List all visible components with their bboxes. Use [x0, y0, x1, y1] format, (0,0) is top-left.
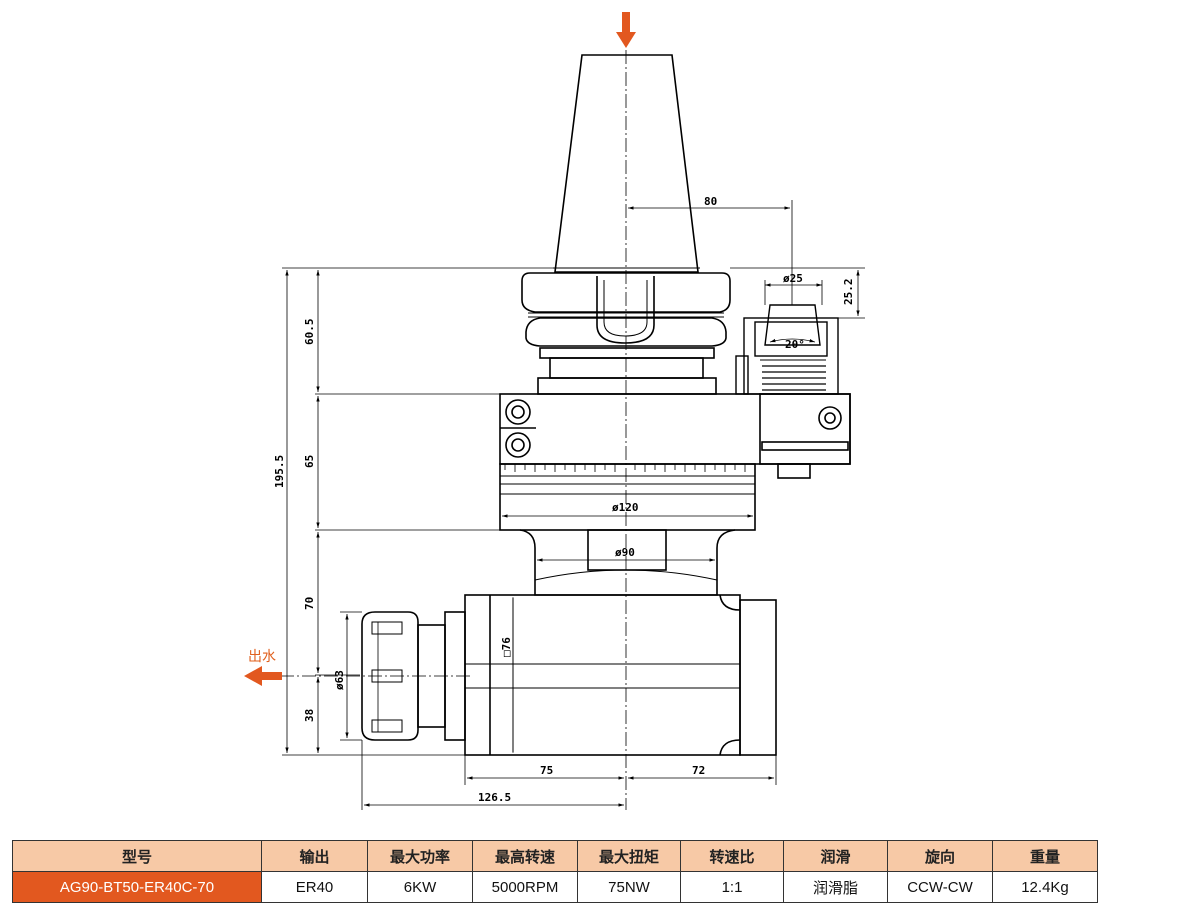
neck — [519, 529, 736, 596]
dim-phi63: ø63 — [333, 670, 346, 690]
dim-sq76: □76 — [500, 637, 513, 657]
header-model: 型号 — [12, 840, 262, 872]
dim-195-5: 195.5 — [273, 455, 286, 488]
header-max-power: 最大功率 — [367, 840, 473, 872]
dim-phi90: ø90 — [615, 546, 635, 559]
dim-phi25: ø25 — [783, 272, 803, 285]
dim-75: 75 — [540, 764, 553, 777]
cell-weight: 12.4Kg — [992, 871, 1098, 903]
gearbox-body — [464, 594, 777, 756]
spec-header-row: 型号 输出 最大功率 最高转速 最大扭矩 转速比 润滑 旋向 重量 — [12, 840, 1098, 872]
dim-70: 70 — [303, 597, 316, 610]
dim-65: 65 — [303, 455, 316, 468]
cell-max-power: 6KW — [367, 871, 473, 903]
dimension-lines — [282, 200, 865, 810]
flange — [521, 272, 731, 395]
cell-max-torque: 75NW — [577, 871, 681, 903]
dim-60-5: 60.5 — [303, 319, 316, 346]
header-lubrication: 润滑 — [783, 840, 888, 872]
header-output: 输出 — [261, 840, 368, 872]
header-max-torque: 最大扭矩 — [577, 840, 681, 872]
spec-data-row: AG90-BT50-ER40C-70 ER40 6KW 5000RPM 75NW… — [12, 871, 1098, 903]
header-ratio: 转速比 — [680, 840, 784, 872]
header-weight: 重量 — [992, 840, 1098, 872]
taper-shank — [553, 54, 700, 273]
cell-output: ER40 — [261, 871, 368, 903]
header-max-speed: 最高转速 — [472, 840, 578, 872]
cell-lubrication: 润滑脂 — [783, 871, 888, 903]
header-rotation: 旋向 — [887, 840, 993, 872]
cell-rotation: CCW-CW — [887, 871, 993, 903]
outlet-arrow-icon — [244, 666, 282, 686]
dim-angle20: 20° — [785, 338, 805, 351]
cell-max-speed: 5000RPM — [472, 871, 578, 903]
outlet-label: 出水 — [248, 649, 276, 665]
spec-table: 型号 输出 最大功率 最高转速 最大扭矩 转速比 润滑 旋向 重量 AG90-B… — [12, 840, 1098, 903]
dim-72: 72 — [692, 764, 705, 777]
scale-ring — [499, 463, 756, 531]
input-arrow-icon — [616, 12, 636, 48]
dim-126-5: 126.5 — [478, 791, 511, 804]
cell-ratio: 1:1 — [680, 871, 784, 903]
dim-25-2: 25.2 — [842, 279, 855, 306]
dim-phi120: ø120 — [612, 501, 639, 514]
dim-38: 38 — [303, 709, 316, 722]
cell-model: AG90-BT50-ER40C-70 — [12, 871, 262, 903]
dim-80: 80 — [704, 195, 717, 208]
technical-drawing: 出水 80 ø25 20° ø120 ø90 75 72 126.5 25.2 … — [244, 12, 865, 810]
